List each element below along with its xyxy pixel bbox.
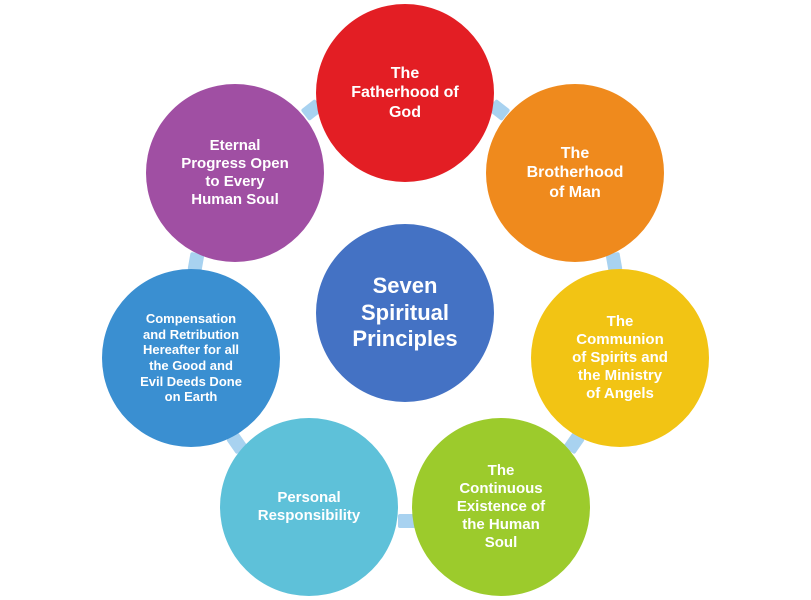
connector-4-5 <box>398 514 416 528</box>
label-compensation-and-retribution: Compensation and Retribution Hereafter f… <box>140 311 242 405</box>
label-fatherhood-of-god: The Fatherhood of God <box>351 65 459 121</box>
circle-communion-of-spirits: The Communion of Spirits and the Ministr… <box>531 269 709 447</box>
center-circle: Seven Spiritual Principles <box>316 224 494 402</box>
circle-eternal-progress: Eternal Progress Open to Every Human Sou… <box>146 84 324 262</box>
circle-continuous-existence: The Continuous Existence of the Human So… <box>412 418 590 596</box>
circle-personal-responsibility: Personal Responsibility <box>220 418 398 596</box>
label-continuous-existence: The Continuous Existence of the Human So… <box>456 462 546 551</box>
circle-fatherhood-of-god: The Fatherhood of God <box>316 4 494 182</box>
center-title: Seven Spiritual Principles <box>352 273 458 352</box>
label-personal-responsibility: Personal Responsibility <box>257 489 361 524</box>
label-eternal-progress: Eternal Progress Open to Every Human Sou… <box>181 137 289 208</box>
label-brotherhood-of-man: The Brotherhood of Man <box>526 145 624 201</box>
circle-compensation-and-retribution: Compensation and Retribution Hereafter f… <box>102 269 280 447</box>
circle-brotherhood-of-man: The Brotherhood of Man <box>486 84 664 262</box>
label-communion-of-spirits: The Communion of Spirits and the Ministr… <box>572 313 668 402</box>
